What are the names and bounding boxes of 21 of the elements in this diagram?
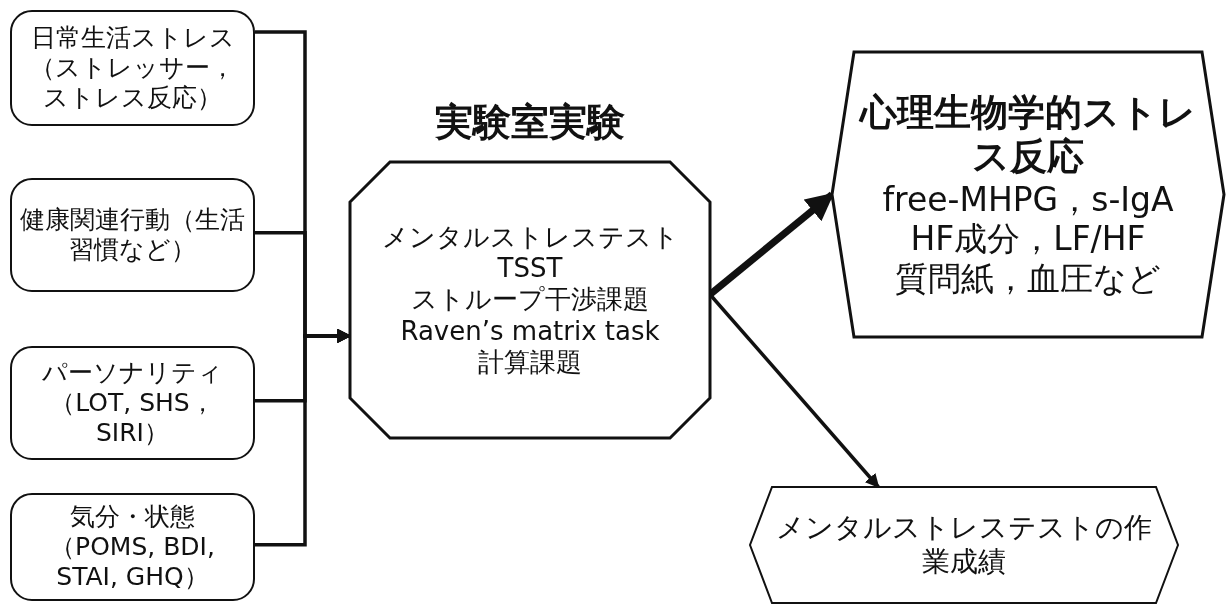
- box-text: TSST: [497, 253, 563, 285]
- box-text: パーソナリティ（LOT, SHS，SIRI）: [41, 358, 224, 448]
- box-text: 計算課題: [478, 346, 582, 378]
- hexagon-box: [750, 487, 1178, 603]
- heading-text: 心理生物学的ストレス反応: [857, 90, 1197, 180]
- rounded-box: [10, 178, 255, 292]
- box-text: ストループ干渉課題: [411, 284, 649, 316]
- box-text: メンタルストレステスト: [381, 222, 679, 254]
- box-text: 質問紙，血圧など: [895, 258, 1161, 299]
- rounded-box: [10, 10, 255, 126]
- rounded-box: [10, 493, 255, 601]
- box-text: free-MHPG，s-IgA: [882, 179, 1174, 220]
- rounded-box: [10, 346, 255, 460]
- box-text: 健康関連行動（生活習慣など）: [19, 205, 246, 265]
- box-text: 気分・状態（POMS, BDI, STAI, GHQ）: [49, 502, 216, 592]
- box-text: メンタルストレステストの作業成績: [775, 511, 1153, 579]
- box-text: Raven’s matrix task: [400, 315, 660, 347]
- heading-text: 実験室実験: [435, 100, 625, 146]
- box-text: HF成分，LF/HF: [910, 219, 1146, 259]
- hexagon-box: [832, 52, 1224, 337]
- box-text: 日常生活ストレス（ストレッサー，ストレス反応）: [29, 23, 236, 113]
